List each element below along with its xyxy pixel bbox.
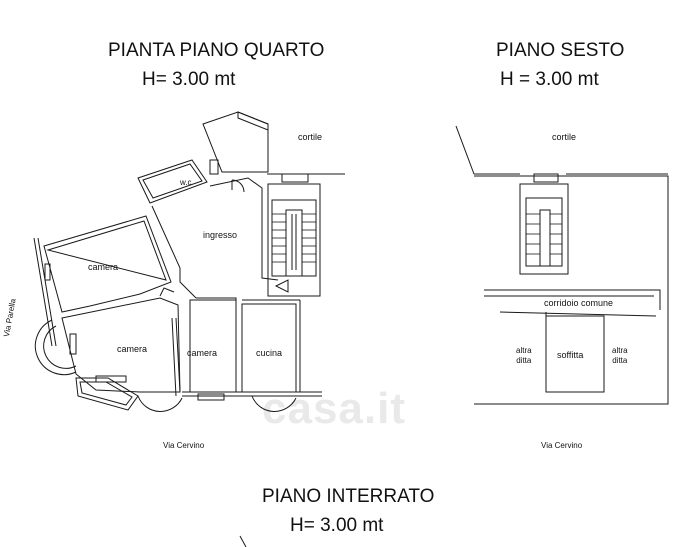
sesto-height: H = 3.00 mt bbox=[500, 69, 599, 90]
label-camera-3: camera bbox=[187, 348, 218, 358]
label-cucina: cucina bbox=[256, 348, 283, 358]
plan-quarto bbox=[33, 111, 345, 412]
label-altra-ditta-right: altra ditta bbox=[612, 346, 628, 365]
label-altra-ditta-left: altra ditta bbox=[516, 346, 532, 365]
quarto-title: PIANTA PIANO QUARTO bbox=[108, 40, 325, 61]
plan-interrato bbox=[239, 535, 247, 547]
interrato-title: PIANO INTERRATO bbox=[262, 486, 435, 507]
label-via-cervino-sesto: Via Cervino bbox=[541, 441, 583, 450]
label-cortile-quarto: cortile bbox=[298, 132, 323, 142]
label-via-cervino-quarto: Via Cervino bbox=[163, 441, 205, 450]
label-ingresso: ingresso bbox=[203, 230, 238, 240]
label-camera-1: camera bbox=[88, 262, 119, 272]
interrato-height: H= 3.00 mt bbox=[290, 515, 384, 536]
label-camera-2: camera bbox=[117, 344, 148, 354]
label-cortile-sesto: cortile bbox=[552, 132, 577, 142]
label-soffitta: soffitta bbox=[557, 350, 584, 360]
sesto-title: PIANO SESTO bbox=[496, 40, 625, 61]
quarto-height: H= 3.00 mt bbox=[142, 69, 236, 90]
plan-sesto bbox=[455, 125, 669, 405]
label-wc: w.c bbox=[180, 178, 192, 187]
label-corridoio: corridoio comune bbox=[544, 298, 614, 308]
